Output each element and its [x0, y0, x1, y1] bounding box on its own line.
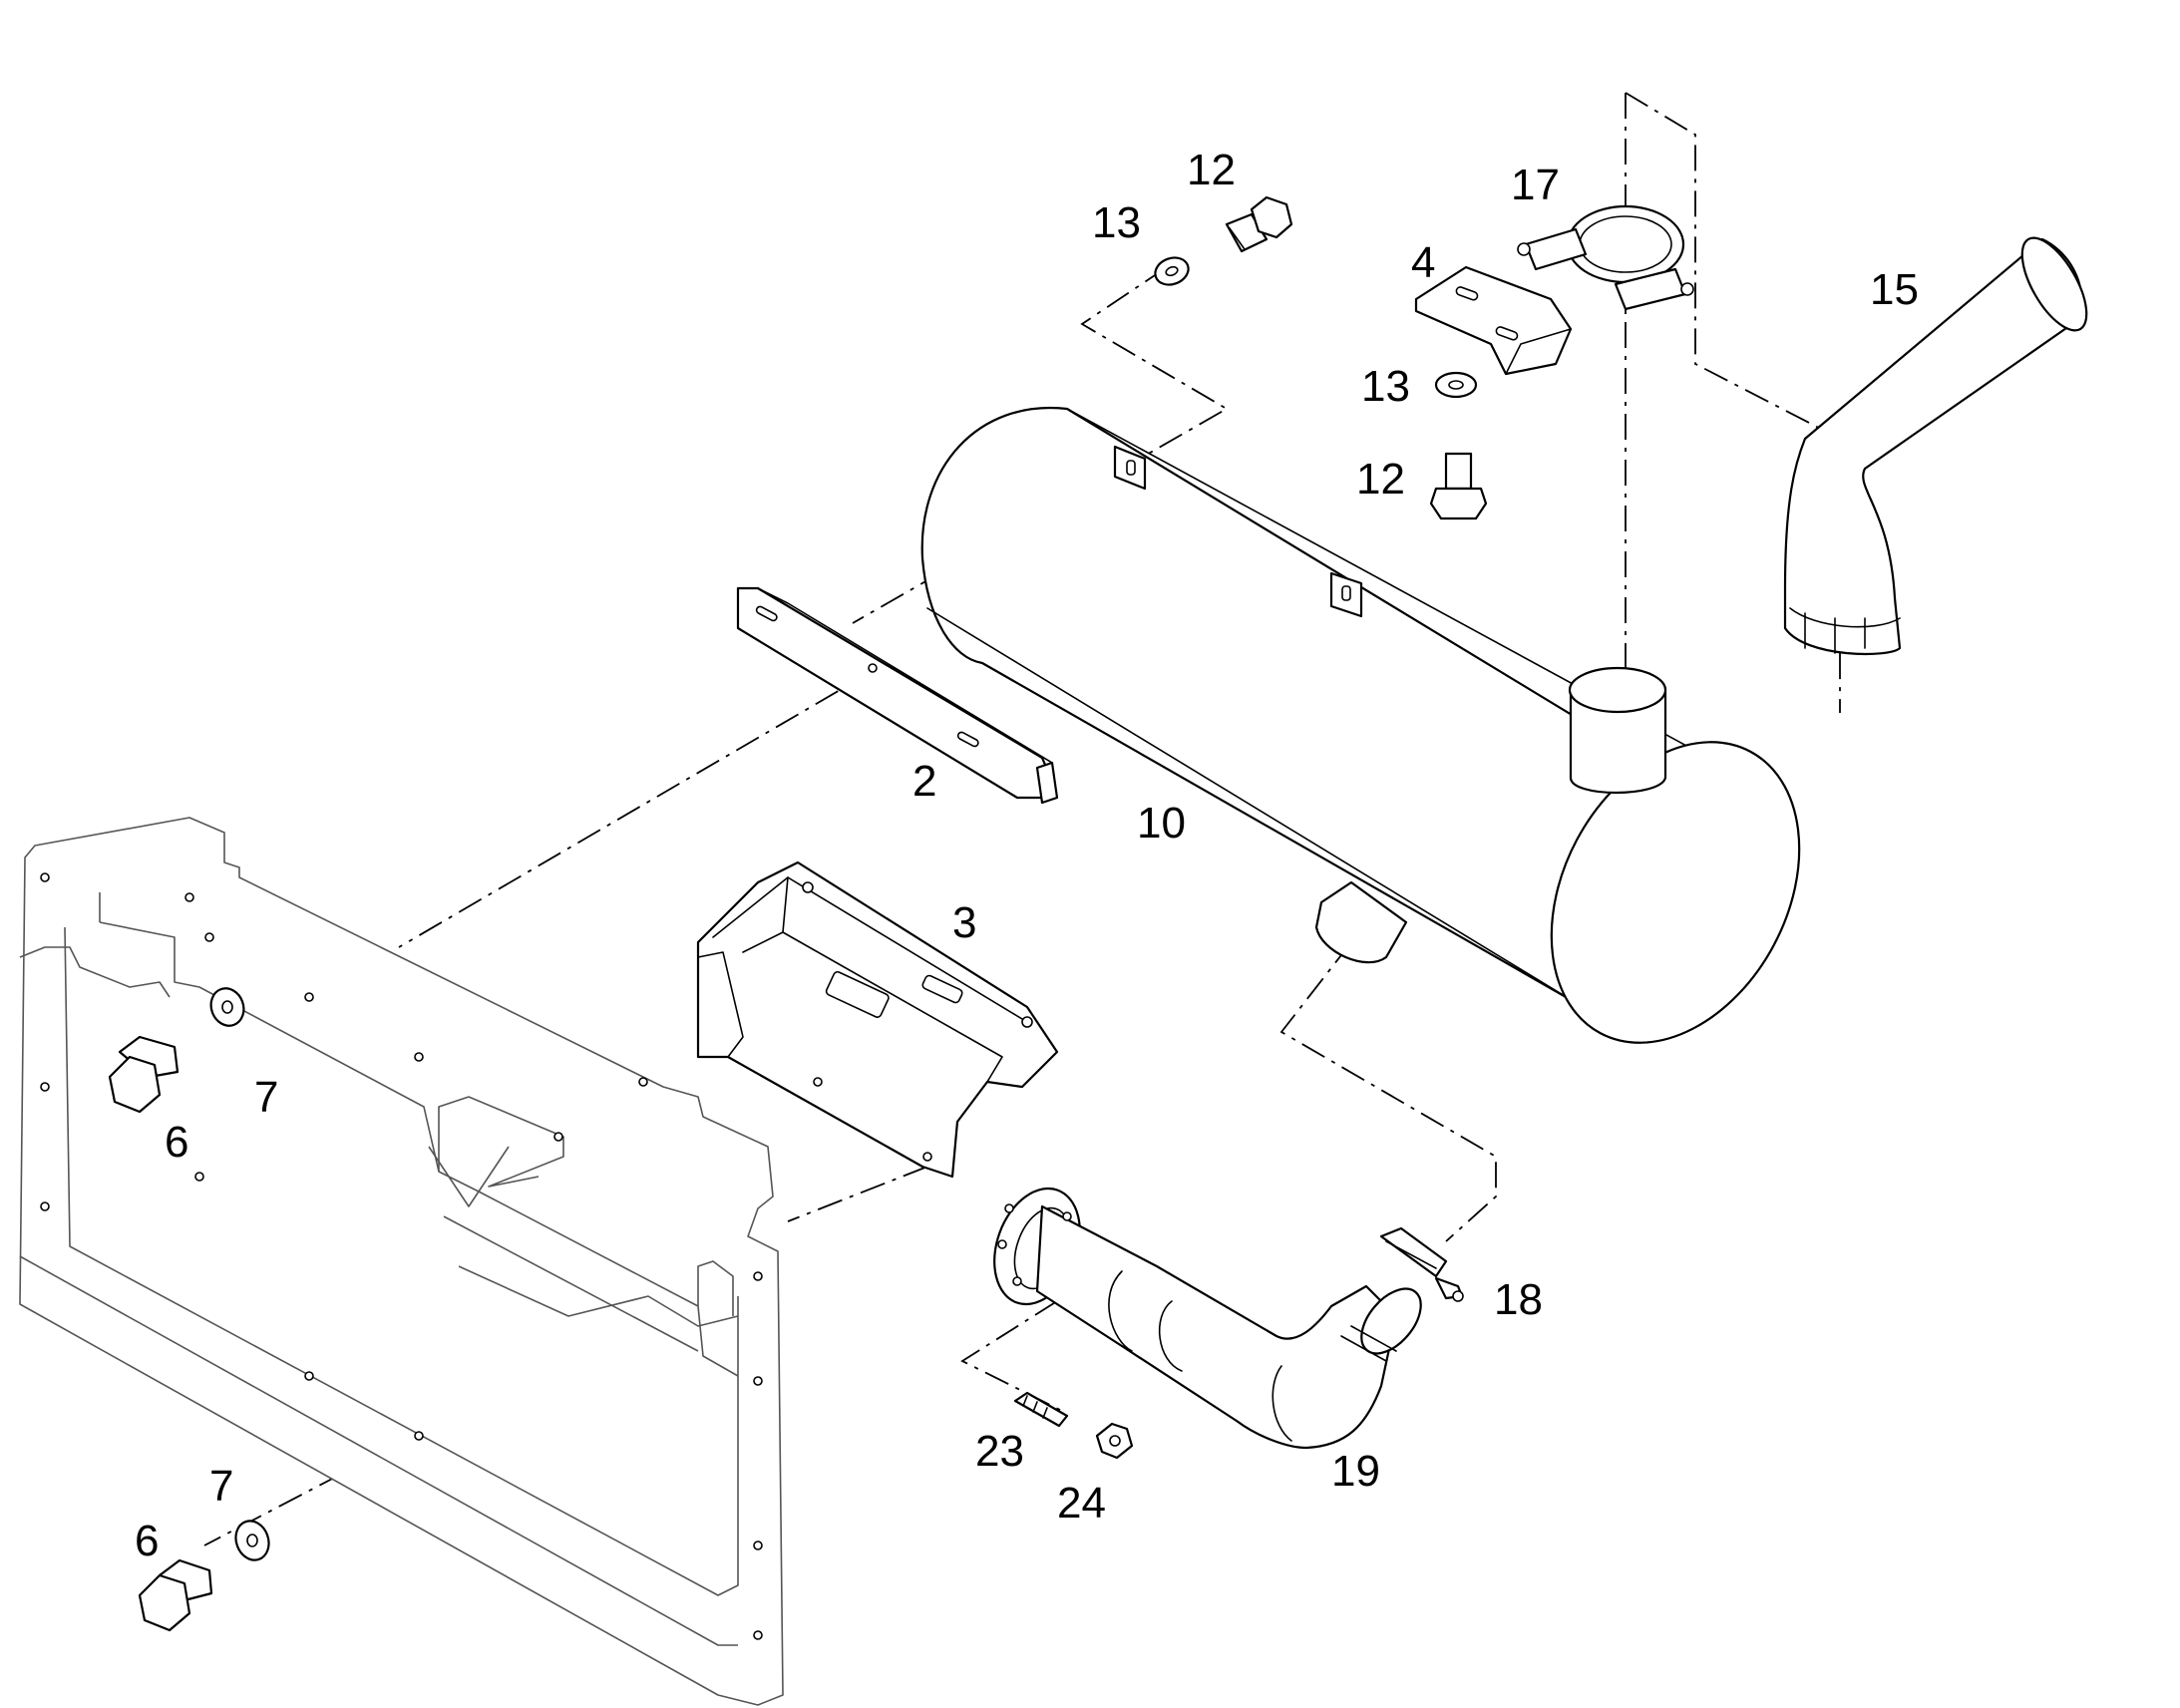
frame-hole: [753, 1630, 763, 1640]
callout-23: 23: [975, 1427, 1024, 1476]
frame-hole: [40, 872, 50, 882]
frame-hole: [194, 1172, 204, 1182]
callout-13-top: 13: [1092, 198, 1141, 247]
muffler-end-cap: [1550, 741, 1801, 1044]
bolt-12-mid: [1429, 452, 1488, 520]
inlet-pipe: [993, 1187, 1422, 1450]
callout-24: 24: [1057, 1479, 1106, 1528]
callout-7-lower: 7: [209, 1462, 233, 1511]
callout-13-mid: 13: [1361, 362, 1410, 411]
callout-19: 19: [1331, 1447, 1380, 1496]
muffler: [920, 406, 1801, 1044]
stud-23: [1013, 1391, 1069, 1428]
callout-15: 15: [1870, 265, 1919, 314]
frame-hole: [553, 1132, 563, 1142]
frame-hole: [753, 1540, 763, 1550]
muffler-outlet-top: [1568, 666, 1667, 714]
washer-13-mid: [1434, 371, 1478, 399]
bolt-6-upper: [108, 1035, 180, 1114]
callout-2: 2: [912, 757, 936, 806]
washer-7-upper: [209, 987, 245, 1027]
frame-hole: [414, 1052, 424, 1062]
callout-7-upper: 7: [254, 1073, 278, 1122]
frame-hole: [40, 1201, 50, 1211]
clamp-18: [1379, 1226, 1464, 1302]
callout-6-upper: 6: [165, 1118, 188, 1167]
leader-bracket2-frame: [398, 667, 879, 948]
frame-hole: [184, 892, 194, 902]
washer-13-top: [1154, 256, 1190, 286]
frame-hole: [638, 1077, 648, 1087]
tailpipe: [1783, 236, 2088, 656]
bracket-2: [736, 586, 1059, 805]
frame-hole: [414, 1431, 424, 1441]
leader-bolt12-top: [852, 266, 1229, 624]
callout-17: 17: [1511, 161, 1560, 209]
leader-bracket3-frame: [787, 1166, 928, 1222]
callout-12-top: 12: [1187, 146, 1236, 194]
callout-12-mid: 12: [1356, 455, 1405, 504]
bolt-6-lower: [138, 1558, 213, 1632]
bolt-12-top: [1225, 195, 1293, 253]
washer-7-lower: [234, 1520, 270, 1561]
clamp-bracket: [1414, 265, 1573, 376]
nut-24: [1095, 1422, 1134, 1460]
frame-hole: [304, 992, 314, 1002]
mounting-frame: [19, 817, 784, 1706]
leader-stud23: [960, 1300, 1063, 1412]
bracket-3: [696, 860, 1059, 1179]
frame-hole: [40, 1082, 50, 1092]
callouts: 2 3 4 6 6 7 7 10 12 12 13 13 15 17 18 19…: [135, 146, 1919, 1565]
frame-hole: [753, 1376, 763, 1386]
clamp: [1517, 204, 1694, 311]
callout-3: 3: [952, 898, 976, 947]
callout-10: 10: [1137, 799, 1186, 848]
frame-hole: [204, 932, 214, 942]
callout-6-lower: 6: [135, 1517, 159, 1565]
callout-4: 4: [1411, 238, 1435, 287]
callout-18: 18: [1494, 1275, 1543, 1324]
frame-hole: [304, 1371, 314, 1381]
frame-hole: [753, 1271, 763, 1281]
leader-outlet-clamp18: [1279, 941, 1497, 1242]
